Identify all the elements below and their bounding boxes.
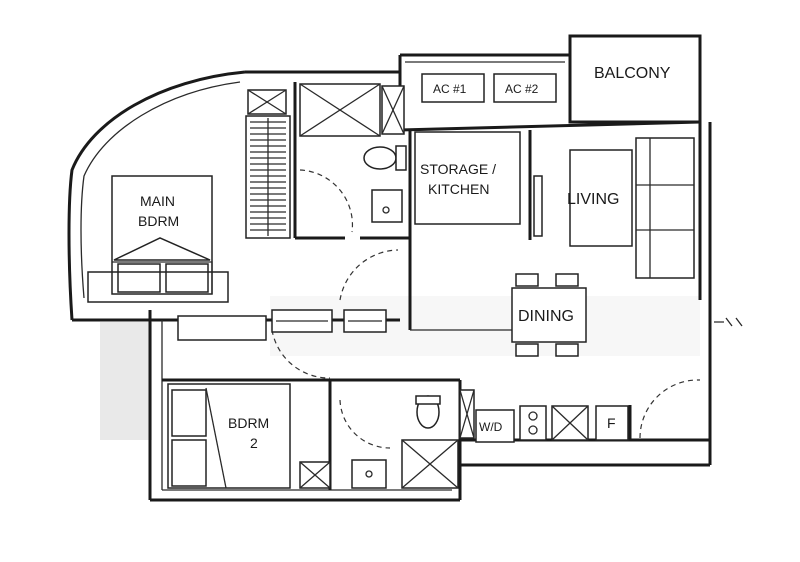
- dining-set: [511, 273, 587, 357]
- washer-dryer: [475, 409, 515, 443]
- main-wardrobe: [245, 89, 291, 239]
- sink-1: [371, 189, 403, 223]
- label-ac2: AC #2: [505, 82, 539, 96]
- label-main-2: BDRM: [138, 213, 179, 229]
- label-ac1: AC #1: [433, 82, 467, 96]
- bedroom-2: [167, 315, 331, 489]
- main-bedroom: [87, 175, 229, 303]
- fridge: [595, 405, 629, 441]
- label-fridge: F: [607, 415, 616, 431]
- label-bdrm2-2: 2: [250, 435, 258, 451]
- door-corridor: [271, 329, 331, 379]
- label-wd: W/D: [479, 420, 503, 434]
- bdrm2-wardrobe: [177, 315, 267, 341]
- label-bdrm2-1: BDRM: [228, 415, 269, 431]
- door-entrance: [639, 379, 701, 439]
- label-dining: DINING: [518, 308, 574, 325]
- ac-unit-1: [421, 73, 485, 103]
- label-storage-1: STORAGE /: [420, 161, 496, 177]
- stove: [519, 405, 547, 441]
- sink-2: [351, 459, 387, 489]
- bathroom-2: [351, 389, 475, 489]
- main-bathroom: [299, 83, 407, 233]
- label-main-1: MAIN: [140, 193, 175, 209]
- entrance-mark: [714, 317, 743, 327]
- outer-walls: [67, 34, 712, 502]
- label-storage-2: KITCHEN: [428, 181, 489, 197]
- ac-unit-2: [493, 73, 557, 103]
- interior-walls: [162, 82, 710, 490]
- balcony-outline: [568, 34, 702, 124]
- label-living: LIVING: [567, 191, 619, 208]
- living-furniture: [533, 137, 695, 279]
- door-bath-2: [339, 399, 391, 449]
- door-main-bedroom: [339, 249, 399, 301]
- kitchen-row: [475, 405, 629, 443]
- toilet-1: [363, 146, 397, 170]
- storage-kitchen-box: [414, 131, 521, 225]
- label-balcony: BALCONY: [594, 65, 671, 82]
- left-ledge: [100, 322, 152, 440]
- corridor-shade: [270, 296, 700, 356]
